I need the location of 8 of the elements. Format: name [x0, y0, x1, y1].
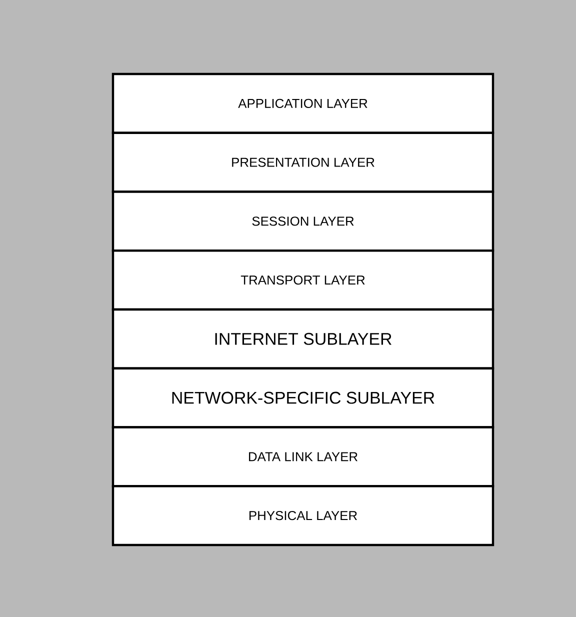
- layer-box: SESSION LAYER: [112, 190, 494, 252]
- layer-box: INTERNET SUBLAYER: [112, 308, 494, 370]
- layer-box: NETWORK-SPECIFIC SUBLAYER: [112, 367, 494, 428]
- layer-box: APPLICATION LAYER: [112, 72, 494, 134]
- layer-box: PHYSICAL LAYER: [112, 485, 494, 546]
- layer-box: DATA LINK LAYER: [112, 426, 494, 488]
- layer-box: TRANSPORT LAYER: [112, 250, 494, 311]
- layer-box: PRESENTATION LAYER: [112, 132, 494, 193]
